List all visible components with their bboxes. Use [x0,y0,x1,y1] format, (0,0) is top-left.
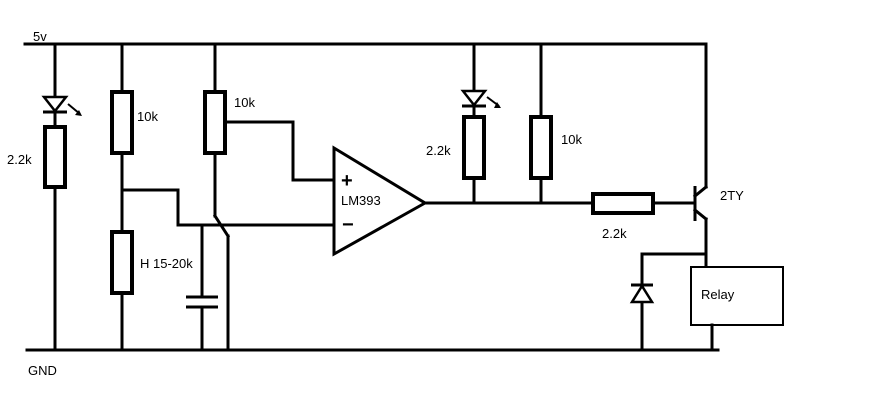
plus-sign: + [341,170,353,192]
pullup-branch [529,42,553,205]
divider-branch [110,42,180,352]
resistor-led-1-label: 2.2k [7,152,32,167]
led-branch-1 [41,42,82,352]
resistor-led-1 [43,125,67,189]
relay-label: Relay [701,287,735,302]
resistor-divider-top-label: 10k [137,109,158,124]
flyback-diode [629,252,708,352]
potentiometer-branch [203,42,336,352]
resistor-pullup-label: 10k [561,132,582,147]
sensor-resistor [110,230,134,295]
supply-label: 5v [33,29,47,44]
led-1-icon [41,95,69,114]
resistor-divider-top [110,90,134,155]
potentiometer-label: 10k [234,95,255,110]
relay [690,266,784,352]
ground-label: GND [28,363,57,378]
comparator-label: LM393 [341,193,381,208]
resistor-pullup [529,115,553,180]
led-branch-2 [460,42,501,205]
resistor-led-2 [462,115,486,180]
potentiometer [203,90,227,155]
capacitor [186,223,218,352]
led-2-icon [460,89,488,108]
transistor-label: 2TY [720,188,744,203]
sensor-resistor-label: H 15-20k [140,256,193,271]
comparator-lm393 [332,145,428,257]
resistor-led-2-label: 2.2k [426,143,451,158]
transistor-2ty [692,42,709,269]
resistor-base-label: 2.2k [602,226,627,241]
minus-sign: − [342,214,354,236]
resistor-base [591,192,655,215]
